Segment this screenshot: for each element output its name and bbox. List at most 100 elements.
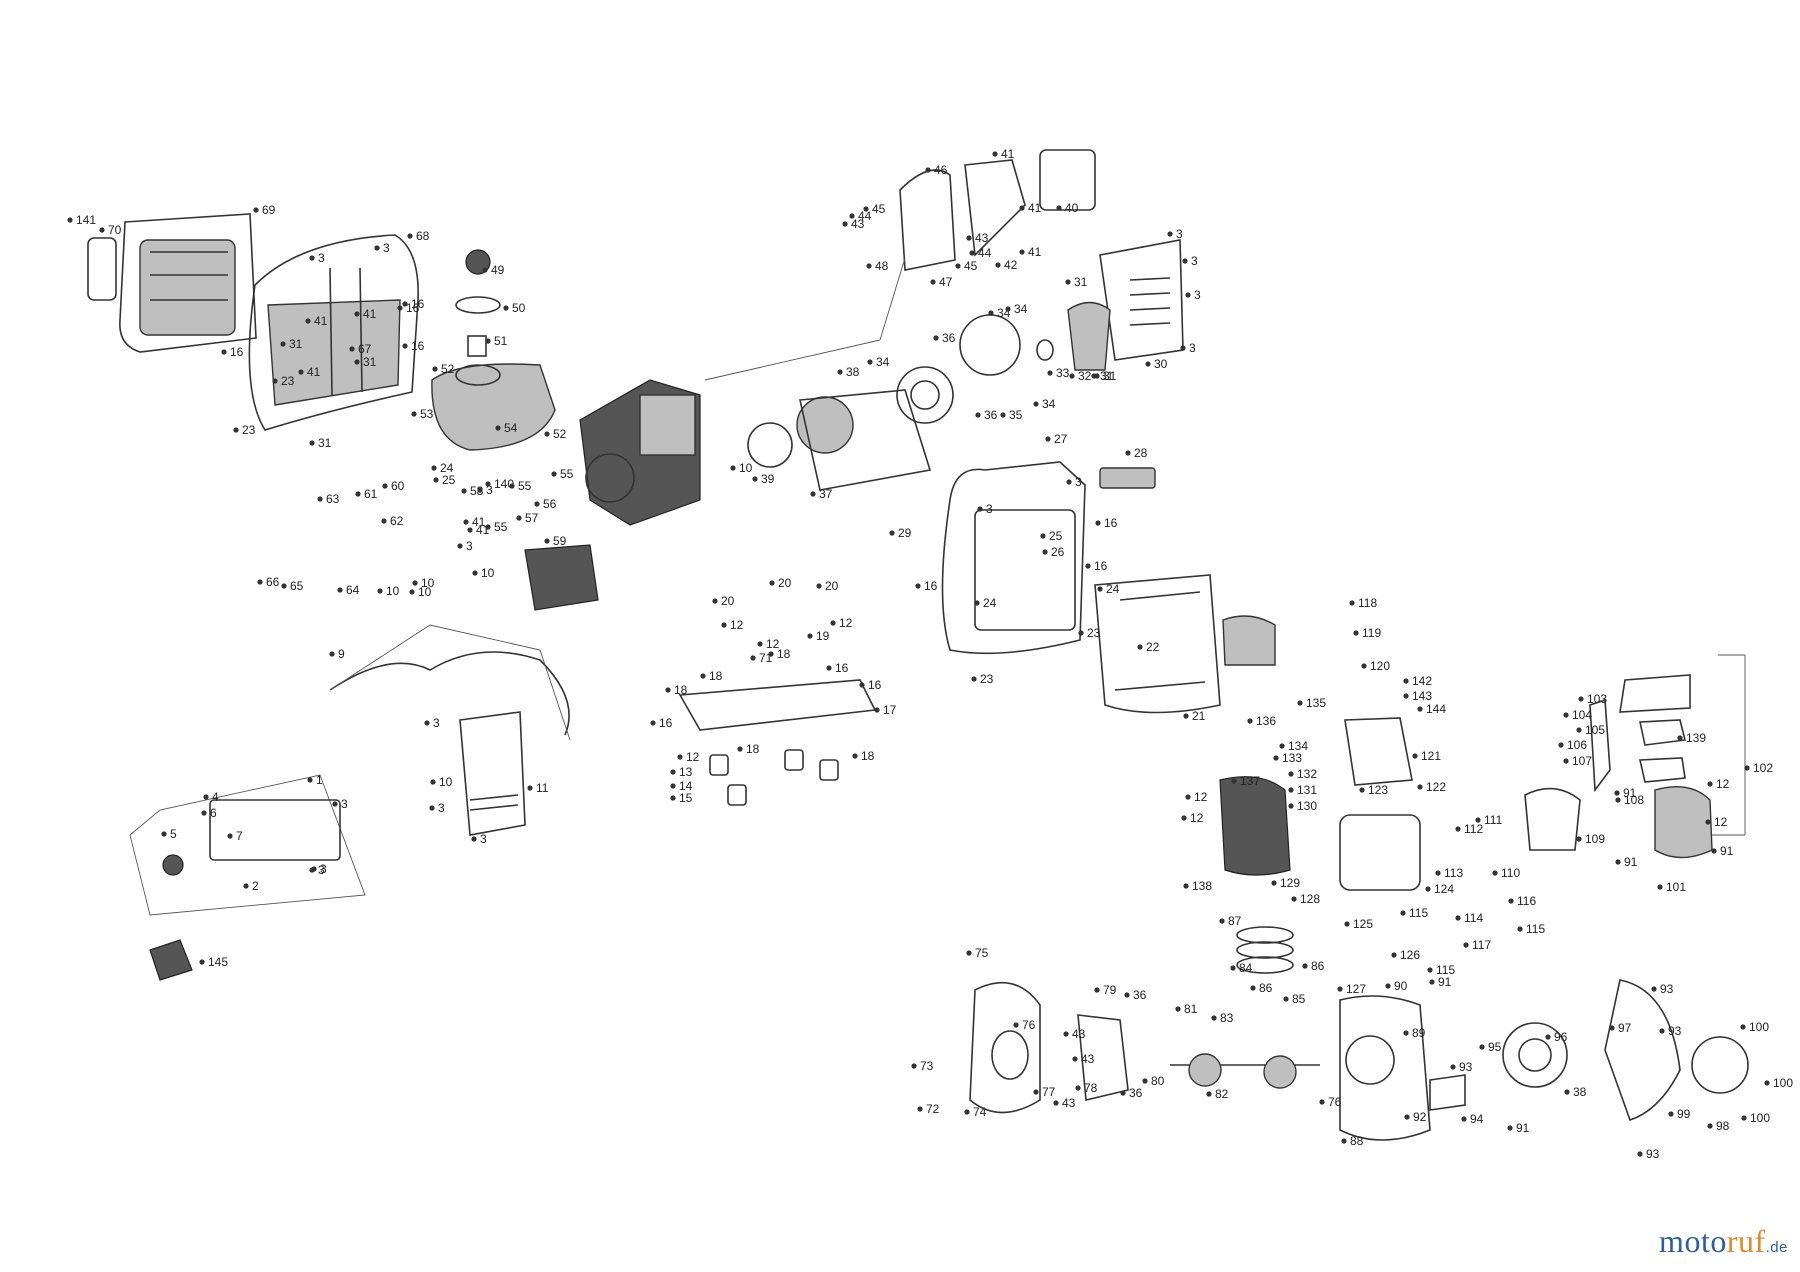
part-number: 47 [939, 275, 953, 289]
part-number: 87 [1228, 914, 1242, 928]
part-label-l81: 40 [1056, 201, 1079, 215]
part-label-l224: 38 [1564, 1085, 1587, 1099]
part-label-l27: 24 [431, 461, 454, 475]
part-number: 10 [439, 775, 453, 789]
screw-marker [374, 245, 380, 251]
part-label-l146: 135 [1297, 696, 1326, 710]
part-number: 24 [1106, 582, 1120, 596]
screw-marker [769, 580, 775, 586]
fan-cover-group [704, 149, 1096, 381]
screw-marker [1341, 1138, 1347, 1144]
part-number: 18 [746, 742, 760, 756]
part-label-l217: 76 [1319, 1095, 1342, 1109]
part-label-l109: 25 [1040, 529, 1063, 543]
part-number: 35 [1009, 408, 1023, 422]
screw-marker [1065, 279, 1071, 285]
screw-marker [1385, 983, 1391, 989]
side-housing-left [248, 234, 419, 431]
screw-marker [1558, 742, 1564, 748]
part-label-l212: 74 [964, 1105, 987, 1119]
part-label-l102: 37 [810, 487, 833, 501]
part-label-l133: 17 [874, 703, 897, 717]
part-label-l137: 13 [670, 765, 693, 779]
part-number: 51 [494, 334, 508, 348]
part-number: 108 [1624, 793, 1644, 807]
screw-marker [969, 250, 975, 256]
part-number: 45 [872, 202, 886, 216]
part-label-l53: 3 [424, 716, 440, 730]
part-label-l168: 115 [1400, 906, 1428, 920]
part-number: 142 [1412, 674, 1432, 688]
part-number: 109 [1585, 832, 1605, 846]
screw-marker [1563, 758, 1569, 764]
screw-marker [99, 227, 105, 233]
part-label-l15: 67 [349, 342, 372, 356]
part-label-l97: 34 [1033, 397, 1056, 411]
screw-marker [1271, 880, 1277, 886]
part-number: 118 [1358, 596, 1377, 610]
part-number: 113 [1444, 866, 1463, 880]
part-number: 93 [1459, 1060, 1473, 1074]
part-number: 107 [1572, 754, 1592, 768]
part-label-l117: 23 [971, 672, 994, 686]
part-label-l88: 32 [1069, 369, 1092, 383]
screw-marker [527, 785, 533, 791]
screw-marker [199, 959, 205, 965]
part-number: 57 [525, 511, 539, 525]
part-number: 44 [858, 209, 872, 223]
part-label-l141: 119 [1353, 626, 1381, 640]
part-label-l51: 59 [544, 534, 567, 548]
screw-marker [461, 488, 467, 494]
part-number: 31 [289, 337, 303, 351]
part-label-l169: 114 [1455, 911, 1483, 925]
screw-marker [1291, 896, 1297, 902]
part-label-l29: 61 [355, 487, 378, 501]
part-number: 10 [739, 461, 753, 475]
part-label-l187: 107 [1563, 754, 1592, 768]
screw-marker [1564, 1089, 1570, 1095]
screw-marker [1545, 1034, 1551, 1040]
screw-marker [424, 720, 430, 726]
screw-marker [842, 221, 848, 227]
part-label-l197: 101 [1657, 880, 1686, 894]
part-number: 3 [986, 502, 993, 516]
part-number: 130 [1297, 799, 1317, 813]
screw-marker [1042, 549, 1048, 555]
screw-marker [1040, 533, 1046, 539]
part-number: 33 [1056, 366, 1070, 380]
part-number: 3 [480, 832, 487, 846]
carburetor-group [1524, 654, 1746, 859]
part-label-l154: 123 [1359, 783, 1388, 797]
part-number: 120 [1370, 659, 1390, 673]
screw-marker [471, 836, 477, 842]
part-number: 22 [1146, 640, 1160, 654]
part-number: 143 [1412, 689, 1432, 703]
part-number: 115 [1436, 963, 1455, 977]
part-number: 59 [553, 534, 567, 548]
part-number: 115 [1409, 906, 1428, 920]
screw-marker [670, 795, 676, 801]
part-label-l7: 16 [397, 301, 420, 315]
part-number: 7 [236, 829, 243, 843]
part-label-l160: 128 [1291, 892, 1320, 906]
screw-marker [337, 587, 343, 593]
screw-marker [1359, 787, 1365, 793]
part-number: 13 [679, 765, 693, 779]
screw-marker [1337, 986, 1343, 992]
part-label-l144: 143 [1403, 689, 1432, 703]
screw-marker [1614, 790, 1620, 796]
part-number: 3 [318, 251, 325, 265]
part-label-l180: 86 [1250, 981, 1273, 995]
part-number: 91 [1623, 786, 1637, 800]
part-label-l52: 9 [329, 647, 345, 661]
part-label-l185: 105 [1576, 723, 1605, 737]
screw-marker [1219, 918, 1225, 924]
part-number: 16 [1104, 516, 1118, 530]
screw-marker [1283, 996, 1289, 1002]
part-number: 134 [1288, 739, 1308, 753]
part-label-l86: 3 [1180, 341, 1196, 355]
screw-marker [329, 651, 335, 657]
part-number: 52 [441, 362, 455, 376]
control-panel [459, 711, 526, 836]
screw-marker [670, 769, 676, 775]
